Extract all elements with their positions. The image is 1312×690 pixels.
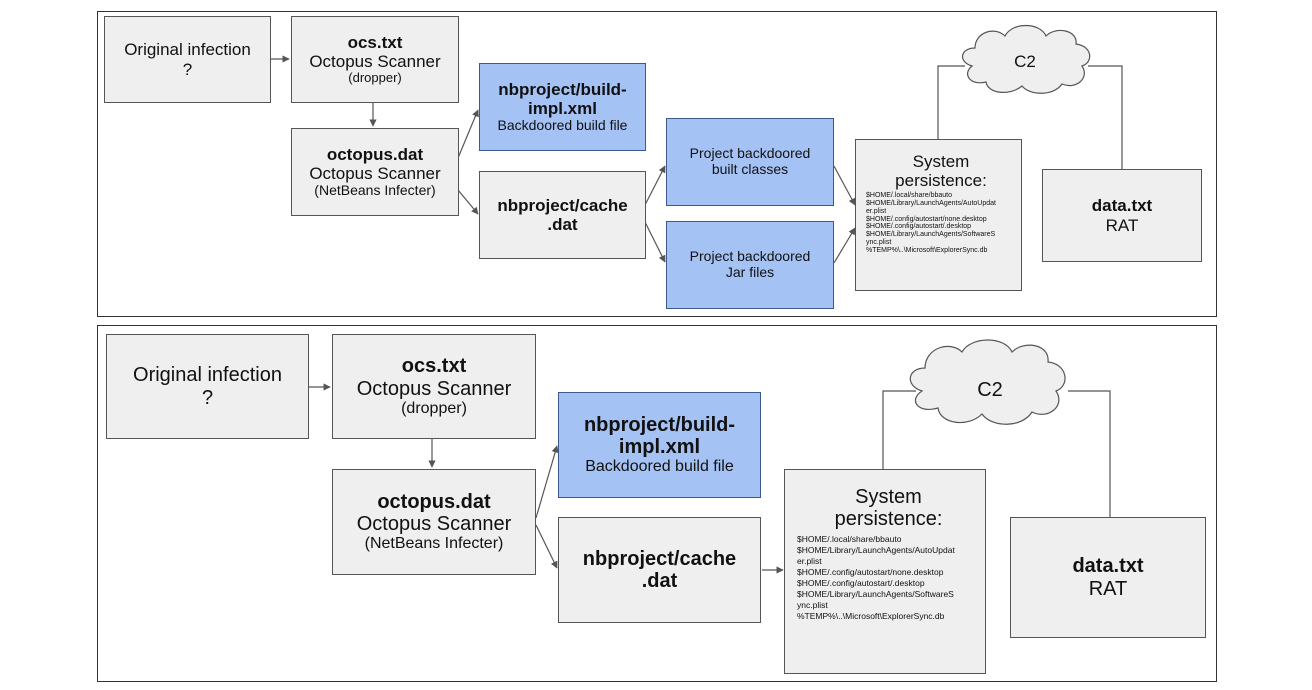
octopus-desc: Octopus Scanner	[309, 164, 441, 184]
ocs-name: ocs.txt	[347, 33, 403, 53]
persistence-title-1: System	[855, 486, 922, 508]
persistence-path-item: %TEMP%\..\Microsoft\ExplorerSync.db	[866, 246, 988, 254]
arrow-octopus-to-cache	[457, 189, 479, 215]
build-impl-name-2: impl.xml	[618, 436, 701, 459]
persistence-path-item: %TEMP%\..\Microsoft\ExplorerSync.db	[797, 611, 945, 622]
cache-box-bottom: nbproject/cache .dat	[558, 517, 761, 623]
persistence-title-1: System	[912, 152, 970, 171]
octopus-box-top: octopus.dat Octopus Scanner (NetBeans In…	[291, 128, 459, 216]
persistence-path-item: $HOME/.local/share/bbauto	[797, 533, 902, 544]
ocs-box-top: ocs.txt Octopus Scanner (dropper)	[291, 16, 459, 103]
original-infection-question: ?	[182, 59, 193, 79]
build-impl-name-2: impl.xml	[528, 99, 597, 119]
persistence-path-item: $HOME/.config/autostart/none.desktop	[866, 215, 987, 223]
c2-label-bottom: C2	[977, 379, 1003, 401]
jars-box-top: Project backdoored Jar files	[666, 221, 834, 309]
persistence-path-item: $HOME/.local/share/bbauto	[866, 192, 952, 200]
c2-label-top: C2	[1014, 52, 1036, 71]
ocs-desc: Octopus Scanner	[309, 52, 441, 72]
octopus-box-bottom: octopus.dat Octopus Scanner (NetBeans In…	[332, 469, 536, 575]
octopus-name: octopus.dat	[377, 490, 491, 513]
arrow-octopus-to-cache	[535, 524, 558, 569]
classes-line-2: built classes	[711, 161, 789, 177]
cache-name-2: .dat	[547, 215, 578, 234]
arrow-jars-to-persistence	[833, 227, 856, 264]
data-txt-name: data.txt	[1072, 555, 1144, 578]
cache-box-top: nbproject/cache .dat	[479, 171, 646, 259]
build-impl-desc: Backdoored build file	[585, 458, 734, 476]
cache-name-2: .dat	[641, 570, 678, 592]
original-infection-label: Original infection	[124, 40, 251, 60]
persistence-path-item: $HOME/Library/LaunchAgents/SoftwareS	[866, 231, 996, 239]
original-infection-question: ?	[201, 386, 214, 409]
data-txt-desc: RAT	[1105, 215, 1139, 235]
ocs-box-bottom: ocs.txt Octopus Scanner (dropper)	[332, 334, 536, 439]
cache-name-1: nbproject/cache	[497, 195, 628, 215]
line-persistence-to-c2	[937, 65, 965, 139]
cloud-c2-bottom	[909, 339, 1066, 425]
persistence-box-bottom: System persistence: $HOME/.local/share/b…	[784, 469, 986, 674]
jars-line-2: Jar files	[725, 264, 775, 280]
data-txt-box-bottom: data.txt RAT	[1010, 517, 1206, 638]
build-impl-box-top: nbproject/build- impl.xml Backdoored bui…	[479, 63, 646, 151]
persistence-path-item: ync.plist	[866, 239, 892, 247]
octopus-name: octopus.dat	[326, 145, 424, 165]
persistence-path-item: er.plist	[866, 207, 887, 215]
ocs-name: ocs.txt	[401, 355, 467, 378]
persistence-path-item: $HOME/.config/autostart/none.desktop	[797, 566, 944, 577]
build-impl-desc: Backdoored build file	[497, 117, 628, 134]
original-infection-box-top: Original infection ?	[104, 16, 271, 103]
arrow-octopus-to-build	[457, 109, 479, 159]
classes-box-top: Project backdoored built classes	[666, 118, 834, 206]
data-txt-name: data.txt	[1091, 196, 1153, 216]
data-txt-box-top: data.txt RAT	[1042, 169, 1202, 262]
persistence-box-top: System persistence: $HOME/.local/share/b…	[855, 139, 1022, 291]
arrow-octopus-to-build	[535, 445, 559, 519]
line-c2-to-data	[1068, 390, 1111, 517]
build-impl-name-1: nbproject/build-	[498, 80, 627, 100]
data-txt-desc: RAT	[1088, 577, 1128, 600]
persistence-path-item: $HOME/Library/LaunchAgents/AutoUpdat	[866, 199, 996, 207]
persistence-path-item: er.plist	[797, 555, 822, 566]
persistence-path-item: ync.plist	[797, 600, 828, 611]
octopus-desc: Octopus Scanner	[356, 513, 512, 536]
classes-line-1: Project backdoored	[689, 145, 811, 162]
line-c2-to-data	[1088, 65, 1123, 169]
build-impl-box-bottom: nbproject/build- impl.xml Backdoored bui…	[558, 392, 761, 498]
arrow-cache-to-classes	[644, 165, 666, 206]
persistence-path-item: $HOME/Library/LaunchAgents/AutoUpdat	[797, 544, 955, 555]
persistence-title-2: persistence:	[834, 508, 943, 531]
persistence-path-item: $HOME/Library/LaunchAgents/SoftwareS	[797, 589, 954, 600]
cloud-c2-top	[962, 24, 1091, 94]
original-infection-box-bottom: Original infection ?	[106, 334, 309, 439]
build-impl-name-1: nbproject/build-	[583, 413, 736, 436]
arrow-cache-to-jars	[644, 221, 666, 263]
cache-name-1: nbproject/cache	[582, 547, 737, 570]
original-infection-label: Original infection	[133, 364, 282, 387]
arrow-classes-to-persistence	[833, 165, 856, 206]
octopus-sub: (NetBeans Infecter)	[364, 535, 504, 553]
octopus-sub: (NetBeans Infecter)	[314, 182, 436, 199]
persistence-path-item: $HOME/.config/autostart/.desktop	[866, 223, 972, 231]
ocs-desc: Octopus Scanner	[356, 377, 512, 400]
ocs-sub: (dropper)	[348, 70, 402, 86]
persistence-path-item: $HOME/.config/autostart/.desktop	[797, 577, 925, 588]
line-persistence-to-c2	[882, 390, 916, 469]
jars-line-1: Project backdoored	[689, 248, 811, 265]
persistence-title-2: persistence:	[895, 171, 987, 191]
ocs-sub: (dropper)	[401, 399, 467, 417]
